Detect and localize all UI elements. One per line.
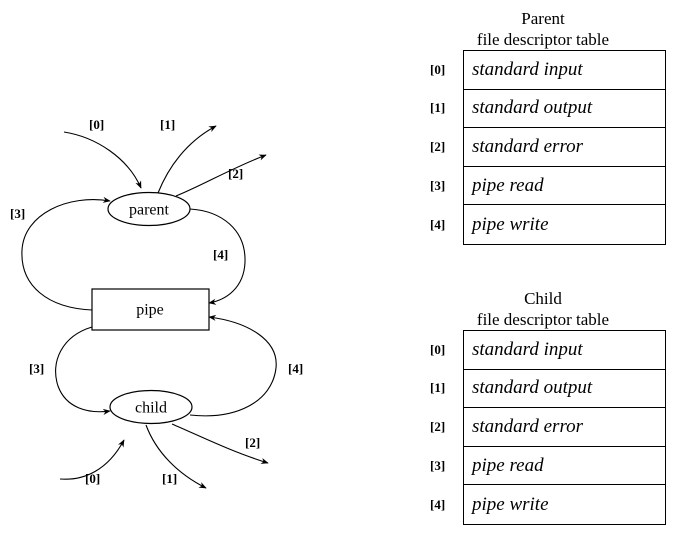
fd-value: pipe read bbox=[472, 454, 544, 476]
edge-label-parent-pipe-read: [3] bbox=[10, 206, 26, 221]
fd-value: standard input bbox=[472, 338, 583, 360]
table-row[interactable]: [2] standard error bbox=[430, 128, 665, 167]
edge-label-child-pipe-read: [3] bbox=[29, 361, 45, 376]
process-pipe-diagram: parent pipe child bbox=[21, 125, 277, 489]
edge-child-pipe-write bbox=[189, 314, 277, 417]
fd-index: [1] bbox=[430, 100, 446, 116]
parent-fd-table-title: Parent file descriptor table bbox=[420, 8, 676, 50]
table-row[interactable]: [3] pipe read bbox=[430, 447, 665, 486]
edge-parent-pipe-write bbox=[189, 208, 246, 305]
fd-value: standard error bbox=[472, 415, 584, 437]
child-fd-table-title: Child file descriptor table bbox=[420, 288, 676, 330]
edge-label-child-stderr: [2] bbox=[245, 435, 261, 450]
table-row[interactable]: [0] standard input bbox=[430, 331, 665, 370]
edge-parent-stderr bbox=[175, 154, 267, 197]
fd-index: [2] bbox=[430, 138, 446, 154]
edge-parent-stdout bbox=[157, 125, 217, 194]
node-parent[interactable] bbox=[107, 191, 191, 227]
fd-value: pipe write bbox=[472, 493, 549, 515]
node-child[interactable] bbox=[109, 389, 193, 425]
edge-parent-pipe-read bbox=[21, 196, 111, 311]
table-row[interactable]: [3] pipe read bbox=[430, 167, 665, 206]
child-fd-table: [0] standard input [1] standard output [… bbox=[430, 330, 666, 525]
fd-value: standard error bbox=[472, 135, 584, 157]
edge-label-child-stdin: [0] bbox=[85, 471, 101, 486]
table-row[interactable]: [2] standard error bbox=[430, 408, 665, 447]
table-row[interactable]: [1] standard output bbox=[430, 90, 665, 129]
fd-index: [3] bbox=[430, 177, 446, 193]
parent-fd-table-title-line2: file descriptor table bbox=[476, 30, 610, 49]
parent-fd-table: [0] standard input [1] standard output [… bbox=[430, 50, 666, 245]
table-row[interactable]: [1] standard output bbox=[430, 370, 665, 409]
table-row[interactable]: [4] pipe write bbox=[430, 205, 665, 244]
table-row[interactable]: [0] standard input bbox=[430, 51, 665, 90]
edge-label-parent-stderr: [2] bbox=[228, 166, 244, 181]
edge-parent-stdin bbox=[63, 131, 142, 189]
edge-label-child-pipe-write: [4] bbox=[288, 361, 304, 376]
parent-fd-table-title-line1: Parent bbox=[521, 9, 565, 28]
edge-label-parent-stdout: [1] bbox=[160, 117, 176, 132]
fd-value: pipe write bbox=[472, 213, 549, 235]
fd-value: standard output bbox=[472, 97, 593, 119]
fd-index: [4] bbox=[430, 216, 446, 232]
child-fd-table-title-line1: Child bbox=[524, 289, 562, 308]
fd-index: [0] bbox=[430, 341, 446, 357]
parent-fd-table-block: Parent file descriptor table [0] standar… bbox=[420, 8, 676, 245]
fd-index: [4] bbox=[430, 496, 446, 512]
child-fd-table-title-line2: file descriptor table bbox=[476, 310, 610, 329]
edge-child-stderr bbox=[171, 423, 269, 464]
edge-child-stdin bbox=[59, 439, 125, 480]
edge-label-parent-stdin: [0] bbox=[89, 117, 105, 132]
node-pipe[interactable] bbox=[91, 288, 210, 331]
fd-index: [0] bbox=[430, 61, 446, 77]
fd-value: standard input bbox=[472, 58, 583, 80]
table-row[interactable]: [4] pipe write bbox=[430, 485, 665, 524]
fd-value: pipe read bbox=[472, 174, 544, 196]
node-pipe-label: pipe bbox=[136, 302, 164, 319]
fd-value: standard output bbox=[472, 377, 593, 399]
child-fd-table-block: Child file descriptor table [0] standard… bbox=[420, 288, 676, 525]
fd-index: [1] bbox=[430, 380, 446, 396]
node-child-label: child bbox=[135, 400, 167, 417]
fd-index: [3] bbox=[430, 457, 446, 473]
edge-child-pipe-read bbox=[55, 326, 111, 415]
node-parent-label: parent bbox=[129, 202, 170, 219]
edge-label-child-stdout: [1] bbox=[162, 471, 178, 486]
fd-index: [2] bbox=[430, 418, 446, 434]
edge-child-stdout bbox=[145, 424, 207, 489]
edge-label-parent-pipe-write: [4] bbox=[213, 247, 229, 262]
